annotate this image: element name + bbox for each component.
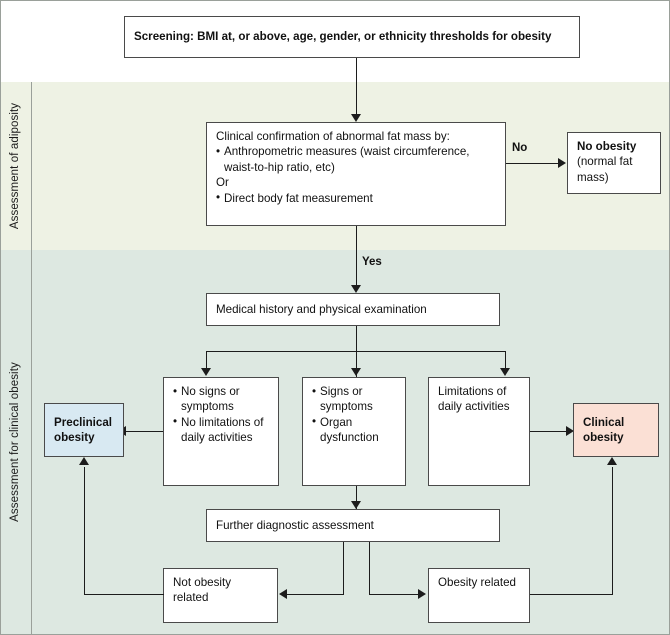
arrowhead-obesity-in xyxy=(418,589,426,600)
band-label-clinical-text: Assessment for clinical obesity xyxy=(9,362,21,522)
arrowhead-preclinical-in-bottom xyxy=(78,457,89,465)
connector-not-obesity-left xyxy=(84,594,164,596)
edge-label-yes: Yes xyxy=(362,256,382,268)
node-clinical-confirmation-list: Anthropometric measures (waist circumfer… xyxy=(216,144,496,206)
connector-obesity-right xyxy=(530,594,613,596)
node-no-obesity: No obesity (normal fat mass) xyxy=(567,132,661,194)
connector-confirmation-to-no-obesity xyxy=(506,163,560,165)
node-signs-list: Signs or symptoms Organ dysfunction xyxy=(312,384,396,446)
band-label-adiposity-text: Assessment of adiposity xyxy=(9,102,21,230)
connector-further-down-right xyxy=(369,542,371,595)
list-item: Organ dysfunction xyxy=(312,414,396,446)
node-preclinical-obesity-text: Preclinical obesity xyxy=(54,415,113,444)
connector-obesity-up xyxy=(612,467,614,595)
connector-not-obesity-up xyxy=(84,467,86,595)
node-further-text: Further diagnostic assessment xyxy=(216,518,374,532)
node-clinical-obesity: Clinical obesity xyxy=(573,403,659,457)
arrowhead-further-in xyxy=(351,501,361,509)
arrowhead-clinical-in-left xyxy=(566,426,574,437)
connector-no-signs-to-preclinical xyxy=(126,431,163,433)
node-further-diagnostic-assessment: Further diagnostic assessment xyxy=(206,509,500,542)
node-obesity-related-text: Obesity related xyxy=(438,576,516,589)
band-divider-adiposity xyxy=(31,82,32,250)
connector-split-left xyxy=(206,351,208,370)
node-no-signs-or-symptoms: No signs or symptoms No limitations of d… xyxy=(163,377,279,486)
connector-signs-to-further xyxy=(356,486,358,509)
list-item: No signs or symptoms xyxy=(173,384,269,415)
node-preclinical-obesity: Preclinical obesity xyxy=(44,403,124,457)
node-clinical-obesity-text: Clinical obesity xyxy=(583,415,625,444)
connector-split-right xyxy=(504,351,506,370)
arrowhead-signs-in xyxy=(351,368,361,376)
band-divider-clinical xyxy=(31,250,32,634)
node-not-obesity-related: Not obesity related xyxy=(163,568,278,623)
connector-confirmation-to-medical-history xyxy=(356,226,358,287)
arrowhead-not-obesity-in xyxy=(279,589,287,600)
connector-split-bus xyxy=(206,351,506,353)
node-limitations-text: Limitations of daily activities xyxy=(438,385,510,414)
arrowhead-medical-history-in xyxy=(351,285,361,293)
node-not-obesity-related-text: Not obesity related xyxy=(173,576,231,605)
connector-further-to-obesity xyxy=(369,594,420,596)
node-limitations-of-daily-activities: Limitations of daily activities xyxy=(428,377,530,486)
list-item: Anthropometric measures (waist circumfer… xyxy=(216,144,496,175)
connector-screening-to-confirmation xyxy=(356,58,358,116)
node-clinical-confirmation-lead: Clinical confirmation of abnormal fat ma… xyxy=(216,130,450,143)
node-no-obesity-title: No obesity xyxy=(577,140,637,153)
node-screening: Screening: BMI at, or above, age, gender… xyxy=(124,16,580,58)
arrowhead-limitations-in xyxy=(499,368,510,376)
list-item: Or xyxy=(216,176,229,190)
list-item: Direct body fat measurement xyxy=(216,190,496,206)
connector-limitations-to-clinical xyxy=(530,431,568,433)
connector-further-down-left xyxy=(343,542,345,595)
band-label-clinical: Assessment for clinical obesity xyxy=(0,250,30,634)
node-signs-or-symptoms: Signs or symptoms Organ dysfunction xyxy=(302,377,406,486)
list-item: No limitations of daily activities xyxy=(173,414,269,446)
node-obesity-related: Obesity related xyxy=(428,568,530,623)
node-medical-history-text: Medical history and physical examination xyxy=(216,302,427,316)
arrowhead-no-obesity-in xyxy=(558,158,566,169)
node-no-obesity-subtitle: (normal fat mass) xyxy=(577,155,633,184)
arrowhead-no-signs-in xyxy=(201,368,211,376)
node-clinical-confirmation: Clinical confirmation of abnormal fat ma… xyxy=(206,122,506,226)
arrowhead-confirmation-in xyxy=(351,114,361,122)
node-no-signs-list: No signs or symptoms No limitations of d… xyxy=(173,384,269,446)
connector-further-to-not-obesity xyxy=(287,594,344,596)
list-item: Signs or symptoms xyxy=(312,384,396,415)
arrowhead-clinical-in-bottom xyxy=(606,457,617,465)
edge-label-no: No xyxy=(512,142,528,154)
node-screening-text: Screening: BMI at, or above, age, gender… xyxy=(134,30,552,44)
node-medical-history: Medical history and physical examination xyxy=(206,293,500,326)
band-label-adiposity: Assessment of adiposity xyxy=(0,82,30,250)
